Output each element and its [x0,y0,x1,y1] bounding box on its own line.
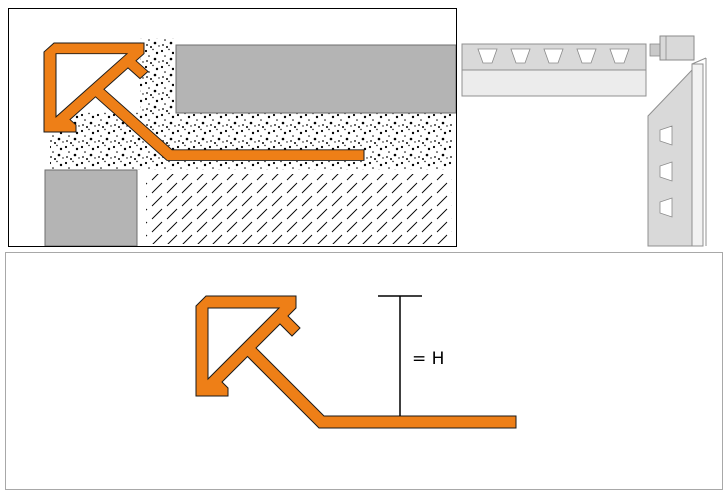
perspective-view [461,35,707,247]
profile-corner-view [647,57,707,247]
corner-perforated-face [647,68,693,247]
tile-left [44,169,138,246]
dimension-label: = H [412,349,444,369]
profile-outline-panel-border [5,252,723,490]
profile-outline [43,42,365,161]
connector-cap [649,35,695,61]
height-dimension: = H [378,295,444,416]
mortar-stipple-upper [140,38,174,114]
profile-front-face [461,69,647,97]
profile-outline-panel: = H [195,295,517,429]
cross-section-panel [43,38,456,246]
mortar-stipple-band [50,112,452,170]
corner-top-edge [691,57,707,65]
corner-strip [691,63,704,247]
profile-cross-section [43,42,365,161]
tile-top [175,44,456,114]
connector-pin [649,43,661,57]
profile-outline [195,295,517,429]
connector-body [659,35,695,61]
substrate-hatch [146,174,452,244]
profile-outline-drawing [195,295,517,429]
profile-top-view [461,43,647,97]
